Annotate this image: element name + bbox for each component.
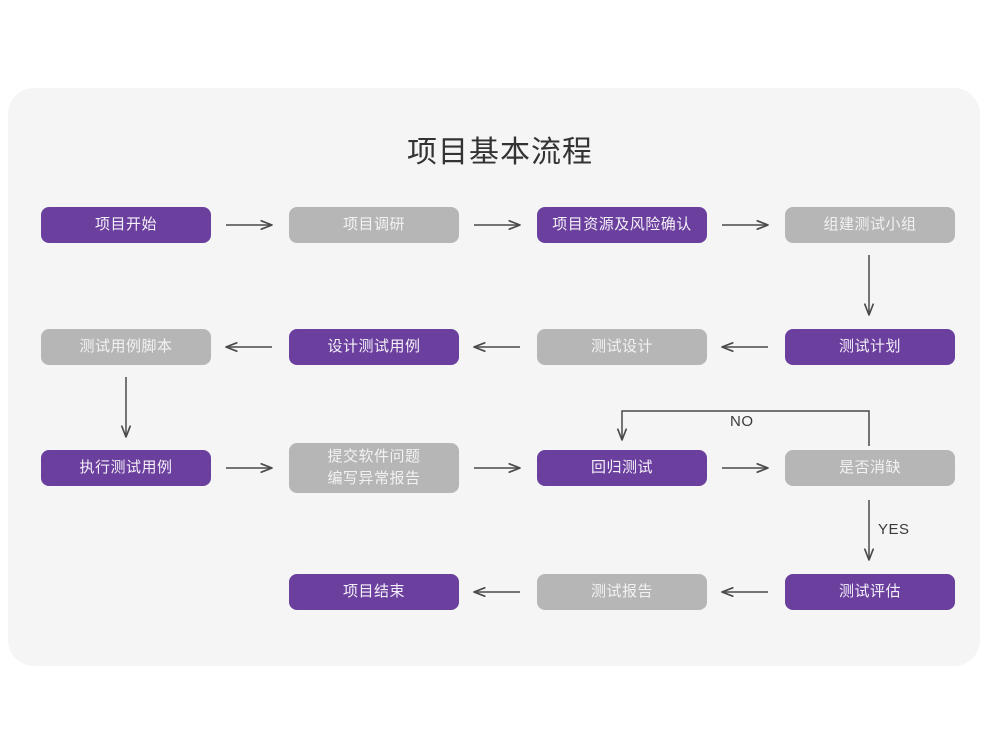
node-resource-risk-confirm[interactable]: 项目资源及风险确认 xyxy=(537,207,707,243)
node-test-case-script[interactable]: 测试用例脚本 xyxy=(41,329,211,365)
edge-label-no: NO xyxy=(730,413,754,430)
node-test-evaluation[interactable]: 测试评估 xyxy=(785,574,955,610)
node-test-design[interactable]: 测试设计 xyxy=(537,329,707,365)
node-test-report[interactable]: 测试报告 xyxy=(537,574,707,610)
node-submit-issue-report[interactable]: 提交软件问题 编写异常报告 xyxy=(289,443,459,493)
node-test-plan[interactable]: 测试计划 xyxy=(785,329,955,365)
node-project-start[interactable]: 项目开始 xyxy=(41,207,211,243)
node-regression-test[interactable]: 回归测试 xyxy=(537,450,707,486)
node-build-test-team[interactable]: 组建测试小组 xyxy=(785,207,955,243)
content-card xyxy=(8,88,980,666)
node-project-research[interactable]: 项目调研 xyxy=(289,207,459,243)
page-title: 项目基本流程 xyxy=(407,136,593,169)
node-project-end[interactable]: 项目结束 xyxy=(289,574,459,610)
edge-label-yes: YES xyxy=(878,521,910,538)
node-execute-test-case[interactable]: 执行测试用例 xyxy=(41,450,211,486)
node-defect-cleared[interactable]: 是否消缺 xyxy=(785,450,955,486)
node-design-test-case[interactable]: 设计测试用例 xyxy=(289,329,459,365)
